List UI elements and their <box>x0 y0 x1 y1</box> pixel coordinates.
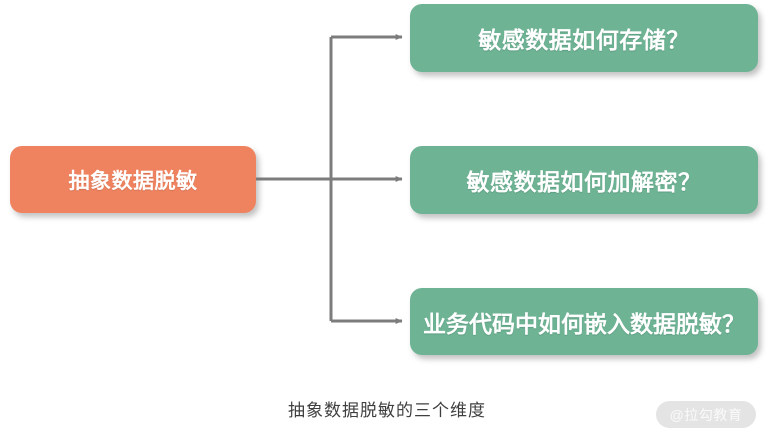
node-branch-embed[interactable]: 业务代码中如何嵌入数据脱敏？ <box>410 288 758 355</box>
watermark-badge: @拉勾教育 <box>656 401 756 428</box>
node-branch-storage-label: 敏感数据如何存储？ <box>478 27 690 53</box>
node-branch-storage[interactable]: 敏感数据如何存储？ <box>410 4 758 72</box>
node-branch-crypto[interactable]: 敏感数据如何加解密？ <box>410 146 758 214</box>
node-branch-crypto-label: 敏感数据如何加解密？ <box>466 169 702 195</box>
node-root-abstract-data-masking[interactable]: 抽象数据脱敏 <box>10 146 256 213</box>
node-branch-embed-label: 业务代码中如何嵌入数据脱敏？ <box>423 310 745 337</box>
diagram-caption: 抽象数据脱敏的三个维度 <box>288 401 486 420</box>
node-root-label: 抽象数据脱敏 <box>68 169 198 193</box>
watermark-label: @拉勾教育 <box>669 406 743 423</box>
